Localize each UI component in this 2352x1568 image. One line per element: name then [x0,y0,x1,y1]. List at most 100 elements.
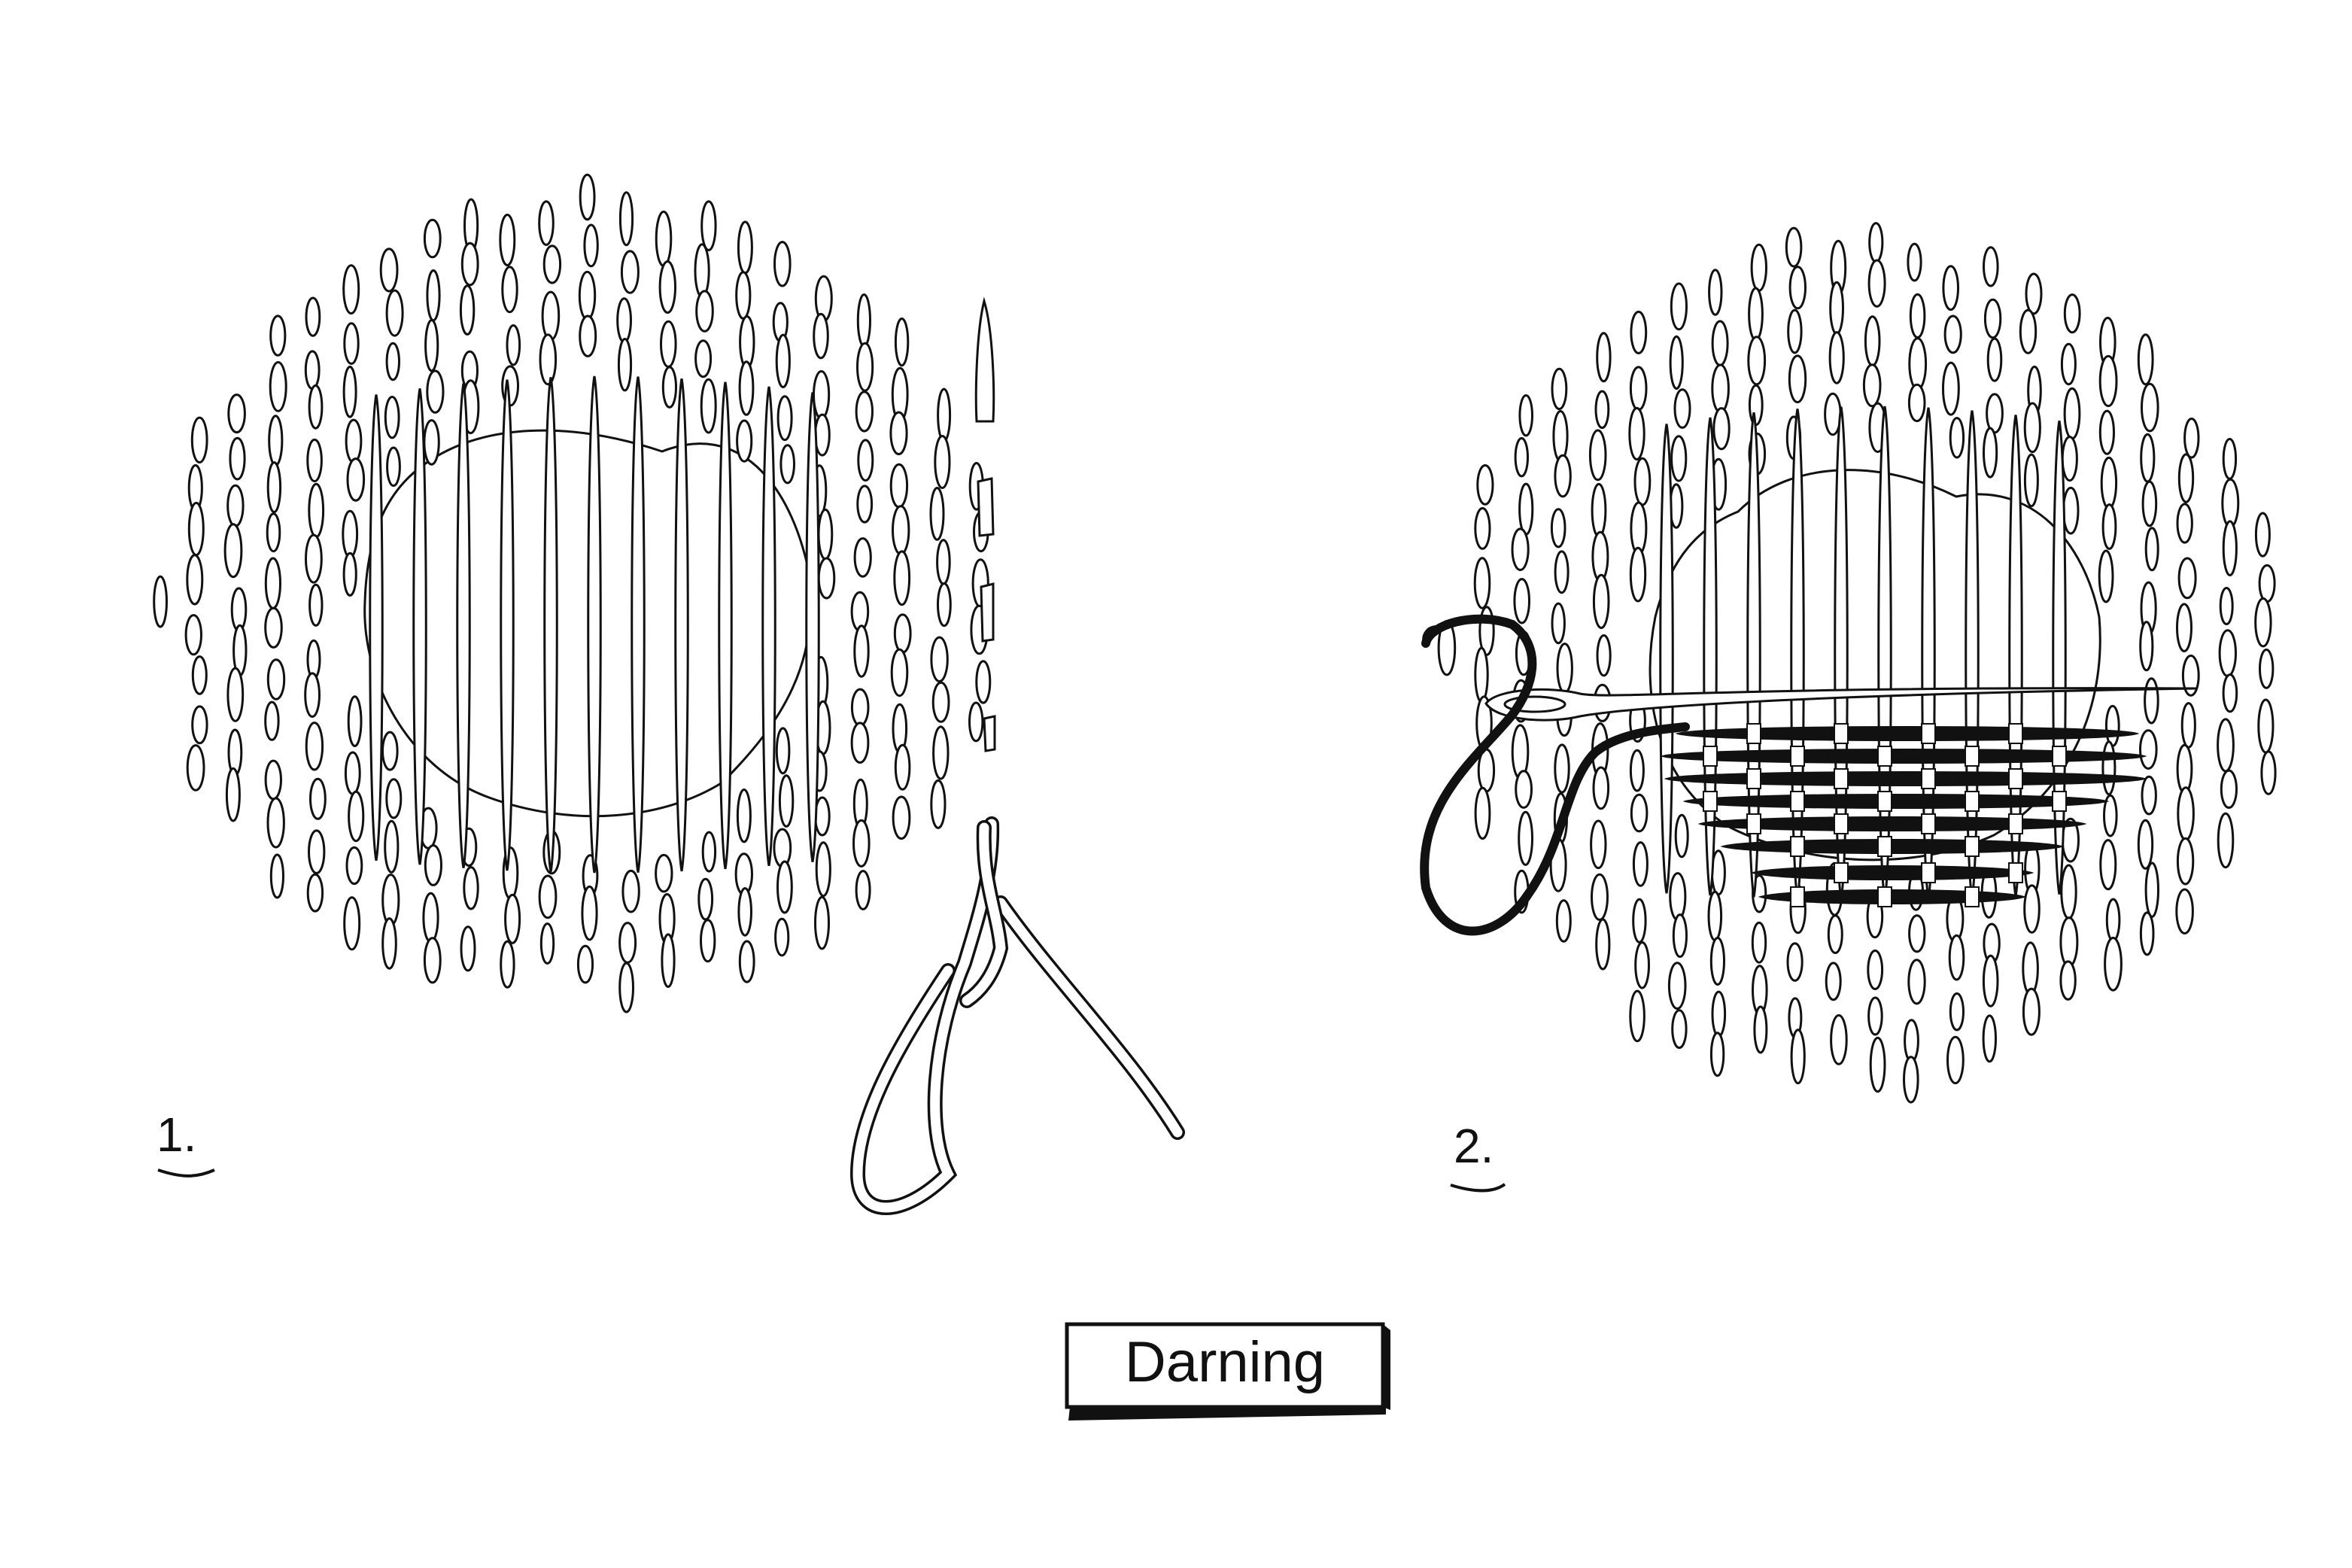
fabric-stitch [2139,621,2154,672]
warp-over-weft [1921,723,1936,744]
fabric-stitch [385,342,400,381]
fabric-stitch [890,648,909,697]
fabric-stitch [621,869,640,913]
step-1-label: 1. [156,1108,196,1162]
fabric-stitch [2061,436,2078,482]
fabric-stitch [813,370,831,420]
fabric-stitch [694,339,713,378]
fabric-stitch [661,933,676,988]
fabric-stitch [2219,587,2234,625]
warp-over-weft [1965,791,1980,812]
fabric-stitch [1596,634,1612,677]
fabric-stitch [892,505,910,555]
fabric-stitch [541,290,561,342]
fabric-stitch [2183,418,2200,459]
fabric-stitch [500,940,515,989]
fabric-stitch [384,396,400,439]
warp-over-weft [1877,791,1892,812]
fabric-stitch [2221,478,2240,528]
fabric-stitch [968,701,984,743]
fabric-stitch [579,173,596,221]
fabric-stitch [817,508,834,561]
fabric-stitch [153,575,169,628]
warp-over-weft [1790,836,1805,857]
fabric-stitch [1712,407,1731,451]
fabric-stitch [655,210,673,267]
fabric-stitch [1554,550,1570,594]
fabric-stitch [857,439,874,482]
fabric-stitch [2180,702,2196,749]
fabric-stitch [2217,718,2235,773]
fabric-stitch [2023,884,2041,934]
fabric-stitch [1949,992,1965,1032]
fabric-stitch [701,831,717,873]
fabric-stitch [459,284,476,336]
fabric-stitch [1556,643,1573,694]
fabric-stitch [2217,812,2235,869]
fabric-stitch [1827,914,1843,954]
fabric-stitch [581,885,598,941]
fabric-stitch [1748,384,1764,427]
fabric-stitch [1786,942,1804,982]
fabric-stitch [1864,315,1881,367]
fabric-stitch [1753,1005,1768,1054]
fabric-stitch [2137,333,2154,386]
warp-over-weft [2052,791,2067,812]
fabric-stitch [269,361,287,412]
warp-thread [631,376,646,873]
fabric-stitch [308,583,324,627]
fabric-stitch [775,727,791,775]
warp-over-weft [1746,813,1761,834]
fabric-stitch [1983,298,2002,339]
warp-over-weft [1790,746,1805,767]
fabric-stitch [386,446,401,488]
fabric-stitch [2103,794,2118,837]
fabric-stitch [620,250,640,294]
fabric-stitch [894,743,911,791]
fabric-stitch [1867,950,1884,990]
fabric-stitch [2140,433,2156,483]
fabric-stitch [306,873,324,913]
fabric-stitch [308,482,325,539]
fabric-stitch [1634,941,1651,989]
fabric-stitch [1711,990,1727,1038]
step-2-fabric-stitches [1437,222,2277,1104]
fabric-stitch [424,319,439,372]
fabric-stitch [889,411,908,456]
warp-over-weft [1877,836,1892,857]
fabric-stitch [342,264,360,315]
warp-thread [805,392,820,862]
fabric-stitch [937,582,952,628]
fabric-stitch [1513,578,1530,624]
fabric-stitch [1672,913,1688,959]
fabric-stitch [266,658,286,700]
fabric-stitch [343,322,360,365]
fabric-stitch [1474,507,1491,550]
fabric-stitch [1986,393,2004,434]
fabric-stitch [1908,337,1928,391]
fabric-stitch [2176,503,2193,544]
fabric-stitch [736,419,753,463]
fabric-stitch [2176,837,2195,886]
fabric-stitch [347,695,363,747]
warp-over-weft [1921,813,1936,834]
fabric-stitch [700,200,717,252]
fabric-stitch [1555,899,1572,943]
fabric-stitch [384,819,400,874]
fabric-stitch [2177,557,2197,600]
fabric-stitch [1515,770,1533,809]
fabric-stitch [264,759,282,801]
fabric-stitch [1594,390,1610,430]
fabric-stitch [2099,839,2117,891]
warp-over-weft [1834,723,1849,744]
fabric-stitch [305,296,321,337]
fabric-stitch [1595,918,1611,971]
fabric-stitch [773,828,792,868]
fabric-stitch [1790,1029,1806,1085]
fabric-stitch [739,315,755,369]
fabric-stitch [2101,503,2117,550]
warp-thread [587,375,602,874]
fabric-stitch [578,270,597,321]
fabric-stitch [1909,293,1926,339]
fabric-stitch [661,366,678,409]
